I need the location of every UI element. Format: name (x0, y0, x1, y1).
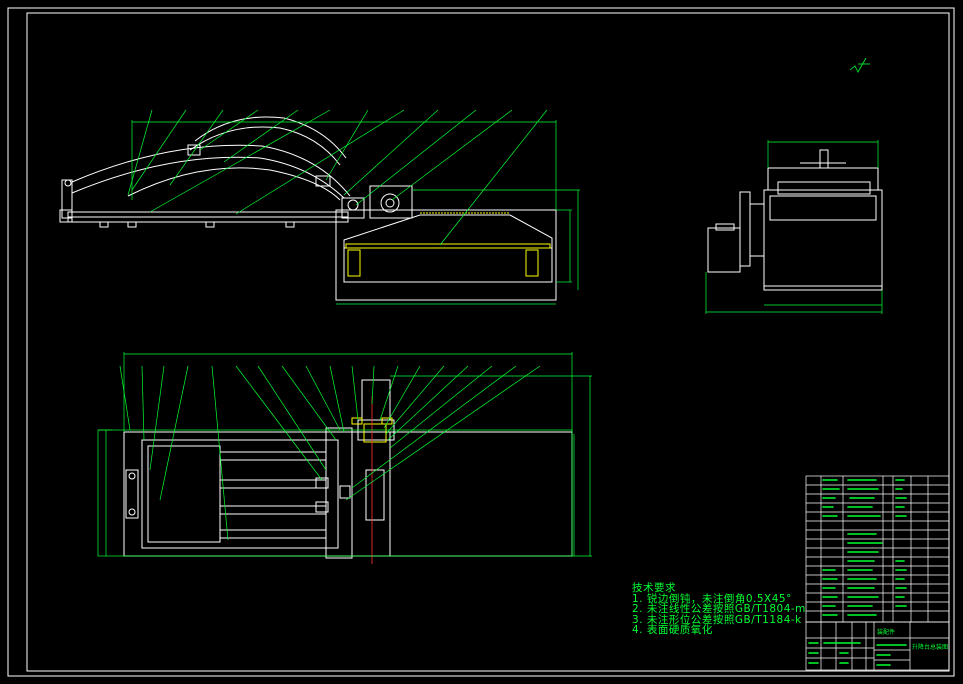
top-view-dimensions (97, 352, 592, 557)
technical-requirement-3: 3. 未注形位公差按照GB/T1184-k (632, 613, 802, 626)
technical-requirement-1: 1. 锐边倒钝，未注倒角0.5X45° (632, 592, 792, 605)
title-block-drawing-label: 升降台总装图 (912, 644, 949, 651)
title-block-assembly-label: 装配件 (877, 629, 896, 636)
side-view-dimensions (705, 140, 883, 314)
parts-list (805, 475, 950, 623)
technical-requirements: 技术要求 1. 锐边倒钝，未注倒角0.5X45° 2. 未注线性公差按照GB/T… (632, 583, 806, 636)
technical-requirement-2: 2. 未注线性公差按照GB/T1804-m (632, 603, 806, 615)
technical-requirement-4: 4. 表面硬质氧化 (632, 624, 713, 636)
front-view (59, 116, 557, 301)
top-view-details (351, 417, 393, 443)
outer-border (7, 7, 955, 677)
front-view-dimensions (127, 109, 580, 305)
parts-list-text-marks (822, 479, 907, 616)
title-block (805, 621, 950, 671)
roughness-symbol (849, 57, 870, 73)
front-view-section (345, 212, 551, 277)
side-view (707, 149, 883, 291)
inner-border (26, 12, 950, 672)
title-block-text-marks (808, 642, 907, 666)
technical-requirements-heading: 技术要求 (632, 582, 676, 594)
top-view (123, 379, 573, 559)
